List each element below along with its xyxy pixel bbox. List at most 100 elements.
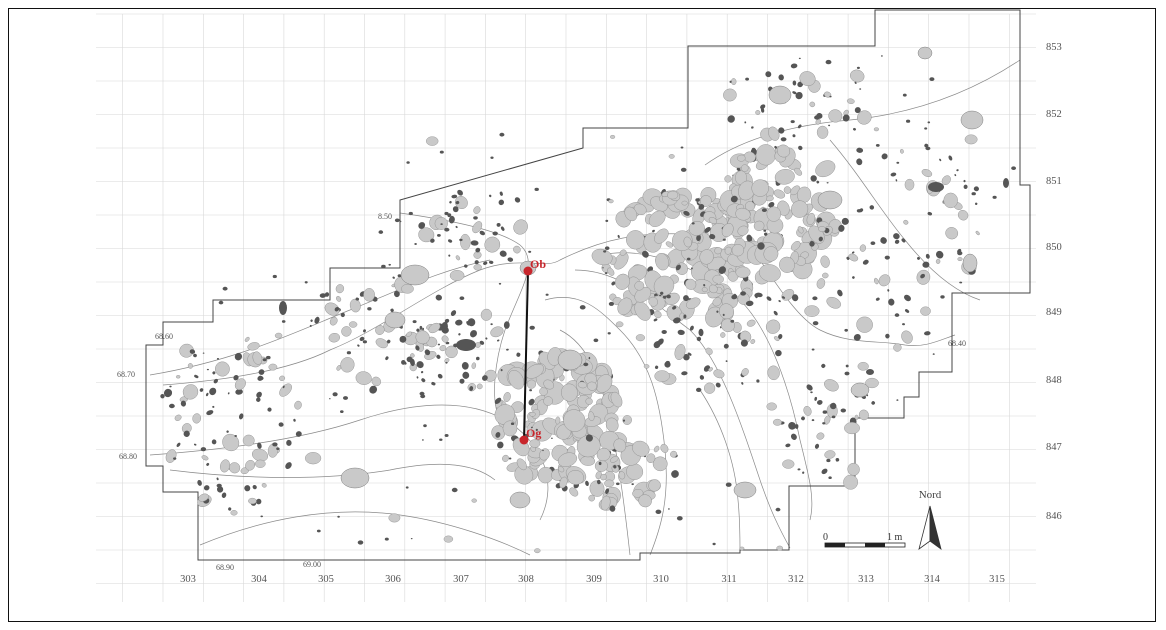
stone <box>254 459 266 468</box>
stone <box>681 200 688 206</box>
stone <box>974 202 978 206</box>
stone <box>502 454 509 462</box>
stone <box>975 230 980 236</box>
stone <box>435 294 442 301</box>
stone <box>904 178 915 191</box>
stone <box>881 55 883 57</box>
stone <box>790 63 798 69</box>
stone <box>700 195 712 207</box>
stone <box>826 458 831 463</box>
stone <box>213 378 218 384</box>
stone <box>773 310 778 316</box>
stone <box>902 323 905 326</box>
stone <box>854 81 857 84</box>
stone <box>472 221 483 234</box>
stone <box>675 264 681 271</box>
stone <box>828 109 843 123</box>
north-arrow-icon <box>918 505 931 550</box>
contour-label: 8.50 <box>378 212 392 221</box>
stone <box>751 179 769 197</box>
stone <box>336 295 342 302</box>
stone <box>346 351 351 355</box>
stone <box>806 384 813 391</box>
stone <box>421 378 426 383</box>
stone <box>430 238 435 243</box>
stone <box>334 306 340 312</box>
stone <box>712 274 724 284</box>
stone <box>199 388 204 392</box>
stone <box>792 91 797 95</box>
stone-dark-block <box>1003 178 1009 188</box>
stone <box>591 248 613 266</box>
stone <box>304 281 308 284</box>
stone <box>449 270 465 282</box>
stone <box>714 247 722 255</box>
stone <box>632 440 650 457</box>
stone <box>672 306 677 310</box>
stone <box>824 379 839 392</box>
stone <box>189 349 196 354</box>
stone <box>725 360 728 363</box>
stone <box>724 175 732 183</box>
stone <box>773 418 782 426</box>
stone <box>503 392 511 402</box>
stone <box>341 326 352 337</box>
stone <box>957 251 963 256</box>
stone <box>708 284 718 294</box>
stone <box>443 535 454 543</box>
stone <box>229 462 241 474</box>
stone <box>719 326 722 329</box>
stone <box>593 338 599 343</box>
stone <box>466 321 470 326</box>
stone <box>852 276 855 279</box>
stone <box>258 369 265 375</box>
stone <box>539 448 550 461</box>
scale-bar-segment <box>825 543 845 547</box>
stone <box>921 169 933 177</box>
stone <box>569 487 579 497</box>
stone <box>885 333 890 339</box>
stone <box>534 187 539 191</box>
stone <box>798 145 803 151</box>
stone <box>502 420 518 437</box>
stone <box>607 332 611 335</box>
stone <box>337 515 340 518</box>
stone <box>920 273 925 279</box>
stone <box>437 373 443 379</box>
stone <box>444 211 449 216</box>
stone <box>579 305 586 310</box>
stone <box>498 282 502 285</box>
stone <box>176 442 181 447</box>
stone <box>642 250 649 258</box>
x-axis-tick-label: 304 <box>251 574 268 585</box>
stone <box>963 180 966 183</box>
stone <box>605 219 609 222</box>
stone <box>671 470 679 478</box>
y-axis-tick-label: 851 <box>1046 176 1062 187</box>
stone <box>428 322 441 334</box>
stone <box>721 223 734 238</box>
stone <box>720 332 726 338</box>
stone <box>490 326 504 338</box>
stone <box>439 438 443 441</box>
stone <box>197 479 202 486</box>
stone <box>959 281 963 284</box>
stone <box>902 93 907 97</box>
stone <box>406 161 410 164</box>
stone <box>893 343 902 352</box>
stone <box>622 415 632 425</box>
stone <box>418 227 435 243</box>
stone <box>336 365 342 371</box>
stone <box>279 383 292 397</box>
stone <box>437 343 441 346</box>
stone <box>285 462 292 470</box>
stone <box>406 356 413 363</box>
stone <box>1011 166 1016 170</box>
stone <box>715 382 721 388</box>
stone <box>775 349 782 357</box>
stone <box>459 296 465 301</box>
stone <box>473 216 478 220</box>
stone <box>812 296 818 301</box>
stone <box>513 219 528 235</box>
stone <box>856 209 862 213</box>
